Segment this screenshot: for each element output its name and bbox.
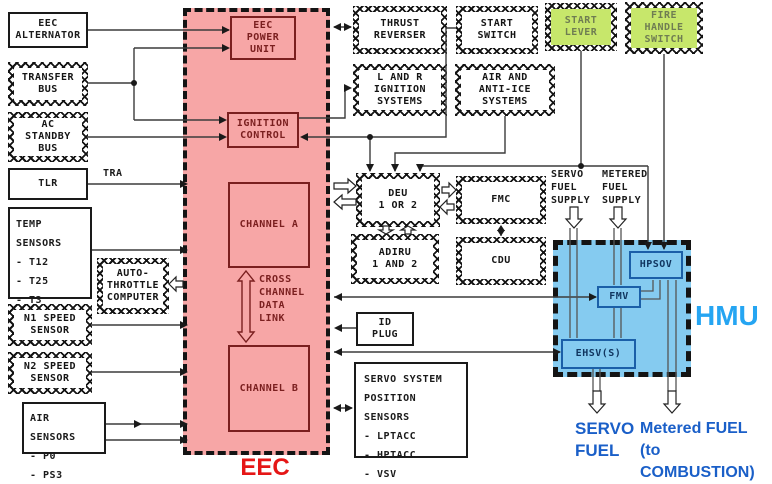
deu-label: DEU 1 OR 2 xyxy=(378,188,418,211)
start-lever-label: START LEVER xyxy=(564,15,598,38)
thrust-reverser-label: THRUST REVERSER xyxy=(373,18,427,41)
box-deu: DEU 1 OR 2 xyxy=(356,173,440,227)
servo-fuel-supply-label: SERVO FUEL SUPPLY xyxy=(551,169,591,206)
box-eec-alternator: EEC ALTERNATOR xyxy=(8,12,88,48)
box-n1-speed-sensor: N1 SPEED SENSOR xyxy=(8,304,92,346)
box-channel-b: CHANNEL B xyxy=(228,345,310,432)
box-start-lever: START LEVER xyxy=(545,3,617,51)
box-air-anti-ice-systems: AIR AND ANTI-ICE SYSTEMS xyxy=(455,64,555,116)
eec-power-unit-label: EEC POWER UNIT xyxy=(246,20,280,55)
box-transfer-bus: TRANSFER BUS xyxy=(8,62,88,106)
box-fmv: FMV xyxy=(597,286,641,308)
metered-fuel-out-label: Metered FUEL (to COMBUSTION) xyxy=(640,420,755,481)
n1-speed-label: N1 SPEED SENSOR xyxy=(23,313,77,336)
adiru-label: ADIRU 1 AND 2 xyxy=(372,247,418,270)
hpsov-label: HPSOV xyxy=(639,259,673,270)
ignition-control-label: IGNITION CONTROL xyxy=(236,118,290,141)
box-temp-sensors: TEMP SENSORS - T12 - T25 - T3 - HPTACC -… xyxy=(8,207,92,344)
id-plug-label: ID PLUG xyxy=(371,317,399,340)
box-start-switch: START SWITCH xyxy=(456,6,538,54)
auto-throttle-label: AUTO- THROTTLE COMPUTER xyxy=(106,268,160,303)
servo-fuel-out-label: SERVO FUEL xyxy=(575,419,635,460)
box-eec-power-unit: EEC POWER UNIT xyxy=(230,16,296,60)
start-switch-label: START SWITCH xyxy=(477,18,517,41)
box-ehsv: EHSV(S) xyxy=(561,339,636,369)
box-id-plug: ID PLUG xyxy=(356,312,414,346)
tra-signal-label: TRA xyxy=(103,168,123,179)
cdu-label: CDU xyxy=(491,255,511,266)
box-auto-throttle-computer: AUTO- THROTTLE COMPUTER xyxy=(97,258,169,314)
eec-title: EEC xyxy=(240,454,290,481)
channel-b-label: CHANNEL B xyxy=(239,382,299,394)
box-thrust-reverser: THRUST REVERSER xyxy=(353,6,447,54)
box-air-sensors: AIR SENSORS - P0 - PS3 xyxy=(22,402,106,481)
box-hpsov: HPSOV xyxy=(629,251,683,279)
transfer-bus-label: TRANSFER BUS xyxy=(21,72,75,95)
box-fire-handle-switch: FIRE HANDLE SWITCH xyxy=(625,2,703,54)
box-tlr: TLR xyxy=(8,168,88,200)
cross-channel-data-link-label: CROSS CHANNEL DATA LINK xyxy=(259,274,305,324)
fmv-label: FMV xyxy=(609,291,629,302)
box-ignition-control: IGNITION CONTROL xyxy=(227,112,299,148)
fire-handle-switch-label: FIRE HANDLE SWITCH xyxy=(644,10,684,45)
servo-position-sensors-label: SERVO SYSTEM POSITION SENSORS - LPTACC -… xyxy=(364,374,443,480)
box-cdu: CDU xyxy=(456,237,546,285)
box-n2-speed-sensor: N2 SPEED SENSOR xyxy=(8,352,92,394)
metered-fuel-supply-label: METERED FUEL SUPPLY xyxy=(602,169,648,206)
box-adiru: ADIRU 1 AND 2 xyxy=(351,234,439,284)
n2-speed-label: N2 SPEED SENSOR xyxy=(23,361,77,384)
box-ac-standby-bus: AC STANDBY BUS xyxy=(8,112,88,162)
box-l-r-ignition-systems: L AND R IGNITION SYSTEMS xyxy=(353,64,447,116)
hmu-title: HMU xyxy=(695,300,759,331)
box-servo-position-sensors: SERVO SYSTEM POSITION SENSORS - LPTACC -… xyxy=(354,362,468,480)
air-anti-ice-label: AIR AND ANTI-ICE SYSTEMS xyxy=(478,72,532,107)
l-r-ignition-label: L AND R IGNITION SYSTEMS xyxy=(373,72,427,107)
tlr-label: TLR xyxy=(38,178,58,189)
box-channel-a: CHANNEL A xyxy=(228,182,310,268)
channel-a-label: CHANNEL A xyxy=(239,219,299,230)
eec-alternator-label: EEC ALTERNATOR xyxy=(15,18,81,41)
air-sensors-label: AIR SENSORS - P0 - PS3 xyxy=(30,413,76,481)
box-fmc: FMC xyxy=(456,176,546,224)
fmc-label: FMC xyxy=(491,194,511,205)
ehsv-label: EHSV(S) xyxy=(575,348,622,359)
ac-standby-bus-label: AC STANDBY BUS xyxy=(25,119,71,154)
